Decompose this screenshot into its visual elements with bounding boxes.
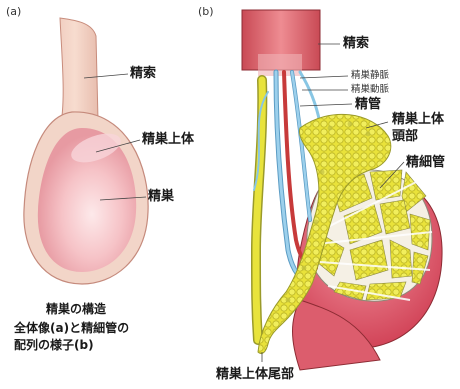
label-a-spermatic-cord: 精索 [130,67,156,80]
panel-a-tag: (a) [6,6,21,17]
caption-line-1: 全体像(a)と精細管の [14,322,129,334]
label-b-epididymis-head-line2: 頭部 [392,130,418,143]
label-b-vas-deferens: 精管 [355,98,381,111]
label-b-epididymis-tail: 精巣上体尾部 [216,368,294,381]
label-b-spermatic-cord: 精索 [343,37,369,50]
label-b-testicular-artery: 精巣動脈 [351,85,389,95]
label-a-testis: 精巣 [148,190,174,203]
caption-title: 精巣の構造 [46,303,106,315]
panel-b-drawing [242,10,442,370]
panel-a-drawing [24,18,148,284]
label-b-epididymis-head-line1: 精巣上体 [392,113,444,126]
caption-line-2: 配列の様子(b) [14,339,94,351]
panel-b-tag: (b) [198,6,214,17]
label-b-seminiferous-tubule: 精細管 [406,156,445,169]
label-a-epididymis: 精巣上体 [142,133,194,146]
label-b-testicular-vein: 精巣静脈 [351,71,389,81]
